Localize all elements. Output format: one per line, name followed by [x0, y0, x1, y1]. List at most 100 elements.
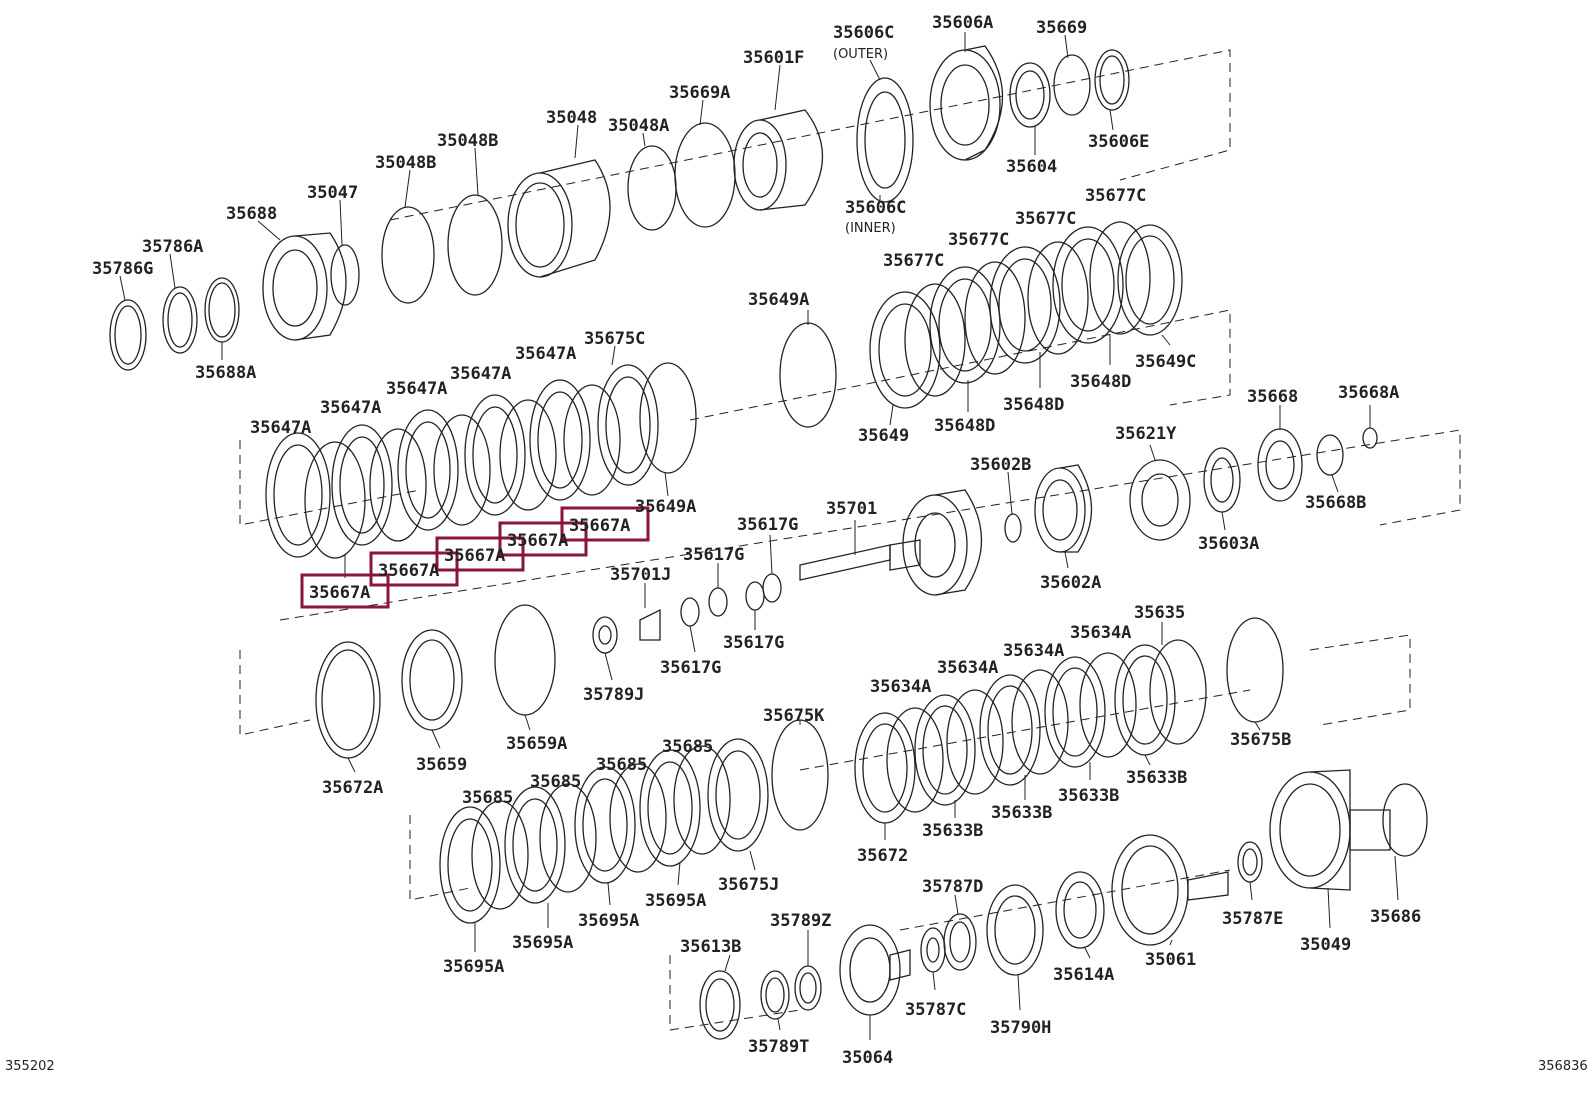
part-label: 35668A	[1338, 383, 1399, 403]
part-label: 35789J	[583, 685, 644, 705]
part-label: 35672A	[322, 778, 383, 798]
part-label: 35677C	[1015, 209, 1076, 229]
part-label: 35688A	[195, 363, 256, 383]
part-label: 35695A	[512, 933, 573, 953]
group-outlines	[239, 49, 1461, 1031]
part-label: 35649C	[1135, 352, 1196, 372]
part-label: 35613B	[680, 937, 741, 957]
part-label: 35647A	[386, 379, 447, 399]
part-label: 35649	[858, 426, 909, 446]
part-label: 35677C	[948, 230, 1009, 250]
part-label: 35633B	[1058, 786, 1119, 806]
row1-parts	[109, 45, 1130, 371]
part-label highlighted: 35667A	[507, 531, 568, 551]
part-label: 35602B	[970, 455, 1031, 475]
part-label: 35048B	[437, 131, 498, 151]
row5-parts	[439, 738, 1428, 1040]
part-label: 35617G	[660, 658, 721, 678]
part-label: 35633B	[991, 803, 1052, 823]
part-label: 35647A	[450, 364, 511, 384]
part-label: 35603A	[1198, 534, 1259, 554]
part-label: 35685	[662, 737, 713, 757]
part-label: 35606C	[845, 198, 906, 218]
part-label: 35789Z	[770, 911, 831, 931]
part-label: 35648D	[1003, 395, 1064, 415]
part-label: 35675B	[1230, 730, 1291, 750]
part-label: 35688	[226, 204, 277, 224]
note-inner: (INNER)	[845, 221, 896, 236]
part-labels: 35606C 35606A 35669 35601F 35669A 35048 …	[92, 13, 1421, 1068]
part-label highlighted: 35667A	[569, 516, 630, 536]
part-label: 35621Y	[1115, 424, 1177, 444]
part-label: 35701	[826, 499, 877, 519]
part-label: 35647A	[515, 344, 576, 364]
part-label: 35786G	[92, 259, 153, 279]
corner-id-right: 356836	[1538, 1059, 1588, 1074]
highlight-boxes	[300, 506, 650, 609]
part-label: 35695A	[645, 891, 706, 911]
part-label: 35633B	[1126, 768, 1187, 788]
part-label: 35634A	[1070, 623, 1131, 643]
part-label: 35787C	[905, 1000, 966, 1020]
part-label: 35675J	[718, 875, 779, 895]
part-label: 35675K	[763, 706, 825, 726]
part-label: 35634A	[937, 658, 998, 678]
part-label: 35686	[1370, 907, 1421, 927]
part-label: 35786A	[142, 237, 203, 257]
part-label: 35606A	[932, 13, 993, 33]
part-label: 35648D	[1070, 372, 1131, 392]
part-label: 35634A	[1003, 641, 1064, 661]
part-label highlighted: 35667A	[444, 546, 505, 566]
part-label: 35048A	[608, 116, 669, 136]
part-label: 35634A	[870, 677, 931, 697]
part-label highlighted: 35667A	[309, 583, 370, 603]
part-label: 35601F	[743, 48, 804, 68]
part-label: 35677C	[1085, 186, 1146, 206]
part-label: 35602A	[1040, 573, 1101, 593]
part-label: 35672	[857, 846, 908, 866]
part-label: 35635	[1134, 603, 1185, 623]
row2-parts	[265, 221, 1183, 559]
part-label: 35787E	[1222, 909, 1283, 929]
leader-lines	[119, 32, 1399, 1040]
part-label highlighted: 35667A	[378, 561, 439, 581]
highlight-box	[300, 573, 390, 609]
part-label: 35685	[596, 755, 647, 775]
part-label: 35685	[530, 772, 581, 792]
part-label: 35695A	[443, 957, 504, 977]
part-label: 35790H	[990, 1018, 1051, 1038]
highlight-box	[560, 506, 650, 542]
corner-id-left: 355202	[5, 1059, 55, 1074]
part-label: 35049	[1300, 935, 1351, 955]
part-label: 35675C	[584, 329, 645, 349]
part-label: 35606C	[833, 23, 894, 43]
part-label: 35048	[546, 108, 597, 128]
part-label: 35659	[416, 755, 467, 775]
part-label: 35649A	[748, 290, 809, 310]
part-label: 35695A	[578, 911, 639, 931]
part-label: 35064	[842, 1048, 893, 1068]
part-label: 35685	[462, 788, 513, 808]
part-label: 35669	[1036, 18, 1087, 38]
part-label: 35633B	[922, 821, 983, 841]
part-label: 35047	[307, 183, 358, 203]
part-label: 35604	[1006, 157, 1057, 177]
note-outer: (OUTER)	[833, 47, 888, 62]
part-label: 35649A	[635, 497, 696, 517]
part-label: 35617G	[723, 633, 784, 653]
row3-parts	[592, 427, 1378, 654]
part-label: 35648D	[934, 416, 995, 436]
part-label: 35614A	[1053, 965, 1114, 985]
part-label: 35617G	[683, 545, 744, 565]
part-label: 35647A	[320, 398, 381, 418]
part-label: 35048B	[375, 153, 436, 173]
part-label: 35647A	[250, 418, 311, 438]
part-label: 35061	[1145, 950, 1196, 970]
part-label: 35701J	[610, 565, 671, 585]
part-label: 35668	[1247, 387, 1298, 407]
part-label: 35677C	[883, 251, 944, 271]
part-label: 35668B	[1305, 493, 1366, 513]
part-label: 35789T	[748, 1037, 809, 1057]
part-label: 35606E	[1088, 132, 1149, 152]
